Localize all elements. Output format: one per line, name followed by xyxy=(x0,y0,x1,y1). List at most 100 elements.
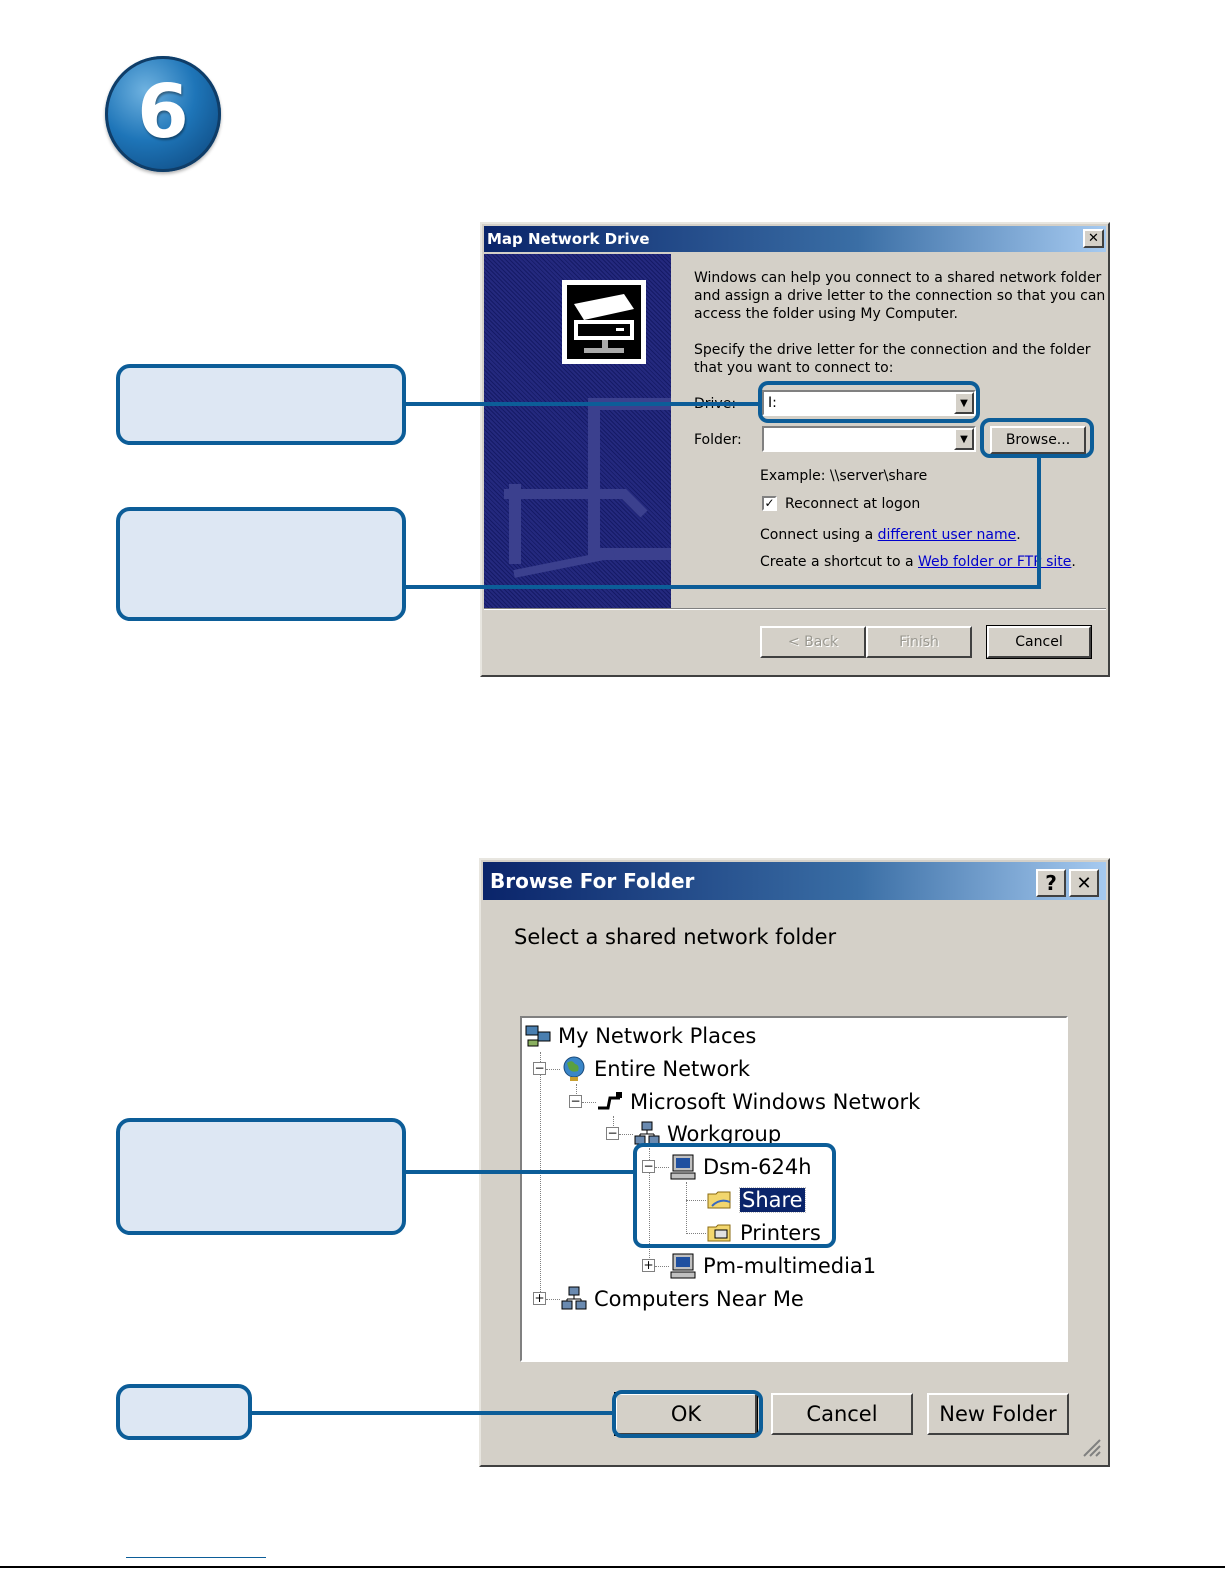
browse-dialog-title: Browse For Folder xyxy=(490,869,695,893)
tree-line xyxy=(686,1182,687,1234)
close-icon[interactable]: ✕ xyxy=(1083,229,1104,248)
tree-item-label: Dsm-624h xyxy=(703,1155,812,1179)
tree-line xyxy=(546,1299,560,1300)
collapse-icon[interactable]: − xyxy=(533,1061,546,1075)
tree-line xyxy=(649,1148,650,1270)
connector-line xyxy=(406,402,758,406)
footer-divider xyxy=(0,1566,1225,1568)
tree-line xyxy=(686,1200,706,1201)
printers-folder-icon xyxy=(707,1224,731,1242)
tree-item-my-network-places[interactable]: My Network Places xyxy=(524,1021,756,1051)
tree-item-label: Pm-multimedia1 xyxy=(703,1254,877,1278)
chevron-down-icon[interactable]: ▼ xyxy=(954,428,974,450)
connector-line xyxy=(252,1411,612,1415)
tree-line xyxy=(613,1116,614,1136)
shared-folder-icon xyxy=(707,1191,731,1209)
callout-box-drive xyxy=(116,364,406,445)
highlight-share-nodes xyxy=(633,1143,836,1248)
browse-prompt: Select a shared network folder xyxy=(514,925,837,949)
connector-line xyxy=(1037,458,1041,589)
map-network-drive-dialog: Map Network Drive ✕ Windows can help you… xyxy=(480,222,1110,677)
connector-line xyxy=(406,1170,633,1174)
tree-item-label: My Network Places xyxy=(558,1024,757,1048)
tree-item-computers-near-me[interactable]: Computers Near Me xyxy=(560,1284,804,1314)
back-button[interactable]: < Back xyxy=(760,626,866,658)
intro-line-2: and assign a drive letter to the connect… xyxy=(694,288,1106,304)
finish-button[interactable]: Finish xyxy=(866,626,972,658)
browse-button[interactable]: Browse... xyxy=(990,426,1086,454)
web-folder-link[interactable]: Web folder or FTP site xyxy=(918,554,1072,570)
reconnect-label[interactable]: Reconnect at logon xyxy=(785,496,921,512)
tree-line xyxy=(619,1134,633,1135)
highlight-ok-button xyxy=(612,1390,763,1438)
cancel-button[interactable]: Cancel xyxy=(986,625,1092,659)
computer-icon xyxy=(670,1253,696,1279)
specify-line-1: Specify the drive letter for the connect… xyxy=(694,342,1091,358)
close-icon[interactable]: ✕ xyxy=(1069,869,1099,897)
callout-box-share xyxy=(116,1118,406,1235)
tree-item-workgroup[interactable]: Workgroup xyxy=(633,1119,781,1149)
tree-item-label: Microsoft Windows Network xyxy=(630,1090,921,1114)
expand-icon[interactable]: + xyxy=(533,1291,546,1305)
step-number-badge: 6 xyxy=(105,56,221,172)
collapse-icon[interactable]: − xyxy=(569,1094,582,1108)
map-dialog-titlebar: Map Network Drive xyxy=(484,226,1106,252)
divider xyxy=(484,608,1106,610)
tree-item-label: Computers Near Me xyxy=(594,1287,804,1311)
tree-item-label: Printers xyxy=(740,1221,821,1245)
callout-box-browse xyxy=(116,507,406,621)
browse-dialog-titlebar: Browse For Folder xyxy=(483,862,1106,900)
connector-line xyxy=(406,585,1041,589)
chevron-down-icon[interactable]: ▼ xyxy=(954,392,974,414)
tree-item-microsoft-windows-network[interactable]: Microsoft Windows Network xyxy=(596,1087,920,1117)
tree-item-entire-network[interactable]: Entire Network xyxy=(560,1054,750,1084)
create-shortcut-text: Create a shortcut to a Web folder or FTP… xyxy=(760,554,1076,570)
connect-prefix: Connect using a xyxy=(760,527,878,543)
tree-item-dsm-624h[interactable]: Dsm-624h xyxy=(669,1152,812,1182)
tree-line xyxy=(655,1266,669,1267)
highlight-browse-button xyxy=(980,418,1094,458)
resize-grip-icon[interactable] xyxy=(1080,1436,1102,1458)
tree-item-label: Workgroup xyxy=(667,1122,782,1146)
specify-line-2: that you want to connect to: xyxy=(694,360,894,376)
map-dialog-title: Map Network Drive xyxy=(487,230,650,248)
reconnect-checkbox[interactable]: ✓ xyxy=(762,496,777,511)
footer-link-rule xyxy=(126,1557,266,1558)
network-icon xyxy=(598,1092,622,1110)
step-number: 6 xyxy=(137,69,189,155)
folder-combobox[interactable]: ▼ xyxy=(762,426,976,452)
expand-icon[interactable]: + xyxy=(642,1258,655,1272)
network-drive-illustration xyxy=(504,280,671,578)
tree-line xyxy=(540,1052,541,1302)
tree-item-label: Entire Network xyxy=(594,1057,751,1081)
tree-item-pm-multimedia1[interactable]: Pm-multimedia1 xyxy=(669,1251,876,1281)
collapse-icon[interactable]: − xyxy=(642,1159,655,1173)
callout-box-ok xyxy=(116,1384,252,1440)
computer-icon xyxy=(670,1154,696,1180)
shortcut-prefix: Create a shortcut to a xyxy=(760,554,919,570)
network-places-icon xyxy=(525,1025,551,1047)
shortcut-suffix: . xyxy=(1071,554,1076,570)
connect-suffix: . xyxy=(1016,527,1021,543)
connect-using-text: Connect using a different user name. xyxy=(760,527,1021,543)
tree-item-share[interactable]: Share xyxy=(706,1185,806,1215)
workgroup-icon xyxy=(561,1286,587,1310)
wizard-banner-image xyxy=(484,254,671,608)
collapse-icon[interactable]: − xyxy=(606,1126,619,1140)
intro-line-1: Windows can help you connect to a shared… xyxy=(694,270,1102,286)
tree-item-printers[interactable]: Printers xyxy=(706,1218,821,1248)
new-folder-button[interactable]: New Folder xyxy=(927,1393,1069,1435)
cancel-button[interactable]: Cancel xyxy=(771,1393,913,1435)
globe-icon xyxy=(563,1056,585,1081)
folder-label: Folder: xyxy=(694,432,742,448)
example-text: Example: \\server\share xyxy=(760,468,928,484)
drive-value: I: xyxy=(768,395,777,411)
drive-select[interactable]: I: ▼ xyxy=(762,390,976,416)
tree-line xyxy=(582,1102,596,1103)
tree-line xyxy=(576,1084,577,1104)
tree-line xyxy=(686,1233,706,1234)
help-icon[interactable]: ? xyxy=(1036,869,1066,897)
different-user-link[interactable]: different user name xyxy=(877,527,1017,543)
tree-line xyxy=(546,1069,560,1070)
tree-line xyxy=(655,1167,669,1168)
